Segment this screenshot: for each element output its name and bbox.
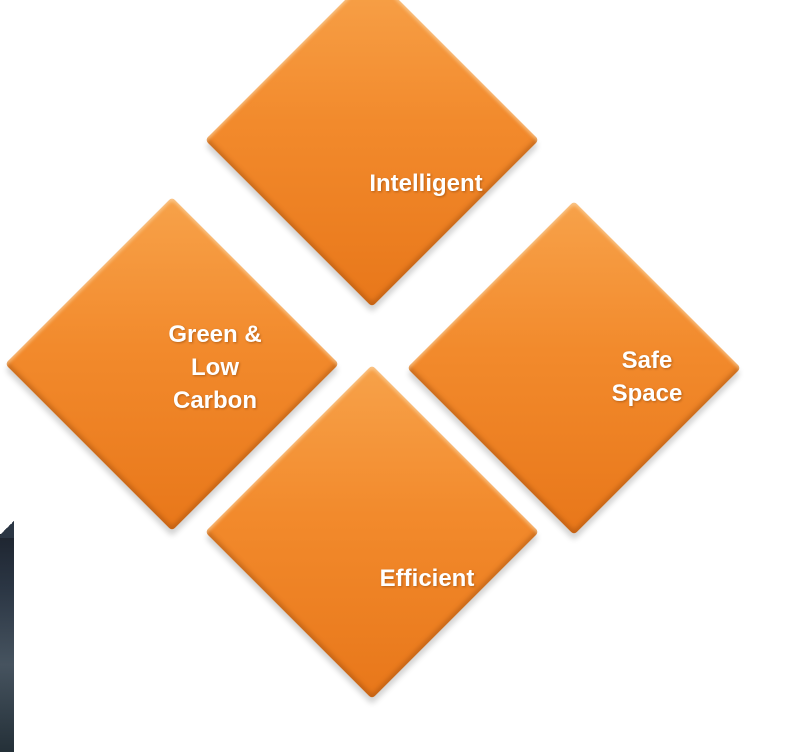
background-photo-fragment [0, 518, 14, 752]
label-green-line-1: Green & [168, 321, 262, 348]
label-safe-space: Safe Space [547, 344, 747, 410]
label-efficient-line-1: Efficient [379, 565, 475, 592]
label-green-line-2: Low [191, 354, 239, 381]
label-efficient: Efficient [327, 562, 527, 595]
label-intelligent-line-1: Intelligent [369, 170, 483, 197]
label-green-low-carbon: Green & Low Carbon [115, 318, 315, 417]
diamond-intelligent [205, 0, 539, 307]
label-safe-line-1: Safe [621, 347, 673, 374]
label-intelligent: Intelligent [326, 167, 526, 200]
label-safe-line-2: Space [611, 380, 683, 407]
label-green-line-3: Carbon [173, 387, 257, 414]
